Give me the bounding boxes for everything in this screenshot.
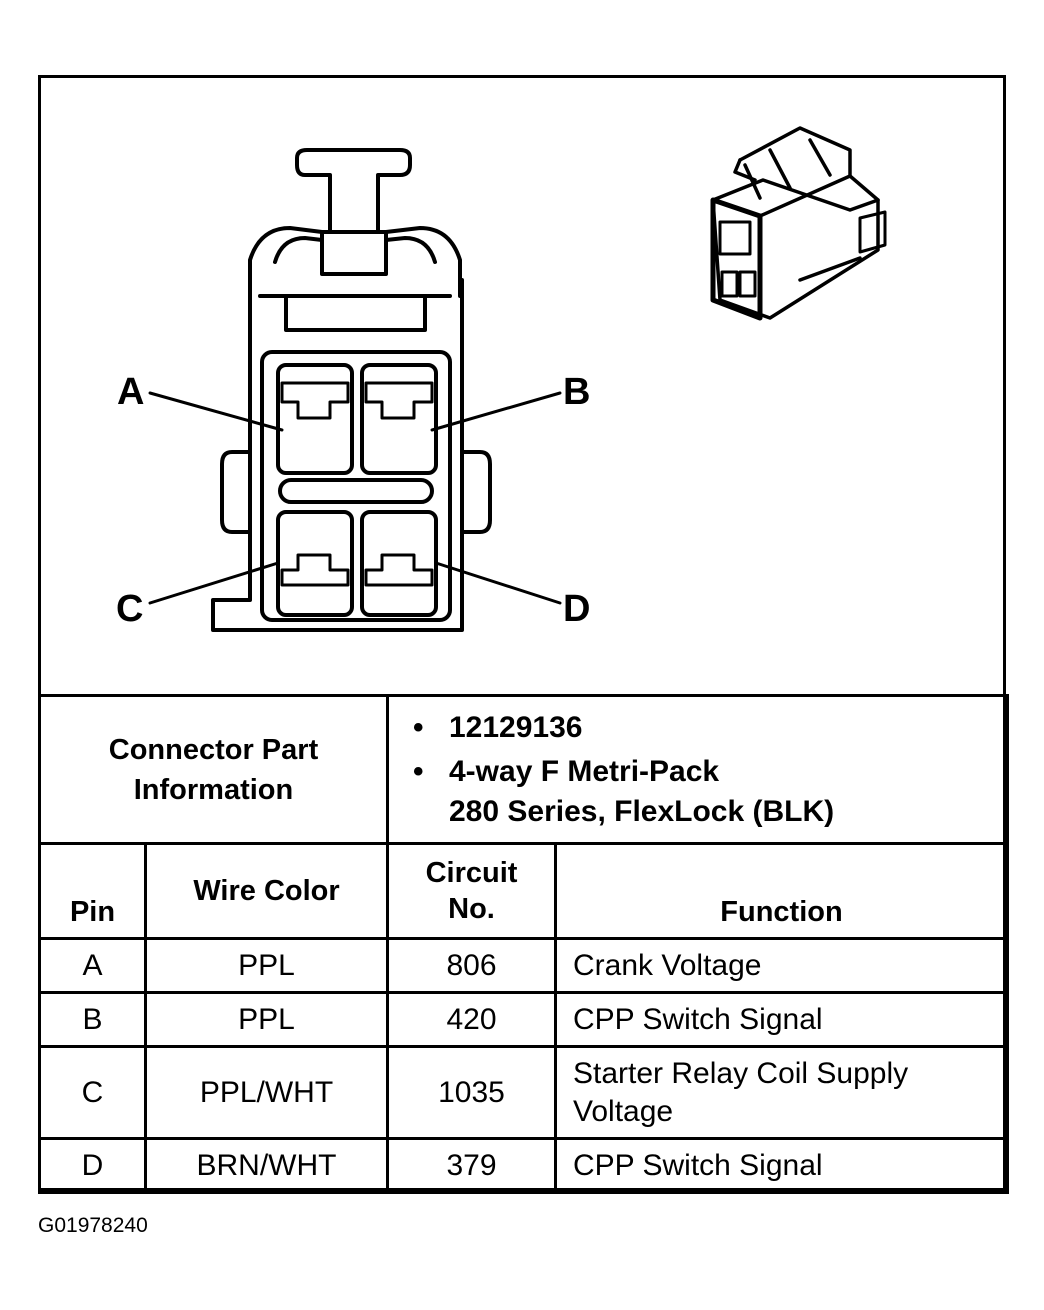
terminal-a <box>280 381 350 420</box>
pin-label-b: B <box>563 371 591 413</box>
terminal-c <box>280 553 350 587</box>
terminal-d <box>364 553 434 587</box>
connector-outer-body <box>211 278 464 632</box>
connector-latch <box>295 148 412 234</box>
table-row: A PPL 806 Crank Voltage <box>38 937 1009 994</box>
part-description: 4-way F Metri-Pack 280 Series, FlexLock … <box>413 752 1006 832</box>
row-a-circuit: 806 <box>386 937 557 994</box>
row-b-function: CPP Switch Signal <box>554 991 1009 1048</box>
pin-label-c: C <box>116 588 144 630</box>
row-c-wire-color: PPL/WHT <box>144 1045 389 1140</box>
part-description-line1: 4-way F Metri-Pack <box>449 754 720 788</box>
row-d-wire-color: BRN/WHT <box>144 1137 389 1194</box>
part-description-line2: 280 Series, FlexLock (BLK) <box>449 794 835 828</box>
row-d-pin: D <box>38 1137 147 1194</box>
connector-shoulder-left <box>248 226 324 298</box>
latch-base <box>320 230 388 276</box>
connector-pinout-table: Connector Part Information 12129136 4-wa… <box>38 694 1009 1194</box>
connector-info-row: Connector Part Information 12129136 4-wa… <box>38 694 1009 845</box>
connector-info-heading: Connector Part Information <box>38 694 389 845</box>
connector-ear-right <box>460 450 492 534</box>
connector-inner-housing <box>260 350 452 622</box>
table-header-row: Pin Wire Color Circuit No. Function <box>38 842 1009 940</box>
connector-shoulder-right <box>384 226 462 298</box>
connector-face-diagram <box>148 126 887 632</box>
row-b-wire-color: PPL <box>144 991 389 1048</box>
connector-isometric-illustration <box>710 126 887 321</box>
header-pin: Pin <box>38 842 147 940</box>
cavity-b <box>360 363 438 475</box>
header-circuit-line2: No. <box>448 893 495 925</box>
header-wire-color: Wire Color <box>144 842 389 940</box>
connector-top-band <box>258 294 452 332</box>
connector-part-details: 12129136 4-way F Metri-Pack 280 Series, … <box>386 694 1009 845</box>
connector-info-heading-text: Connector Part Information <box>108 733 319 806</box>
leader-line-d <box>434 561 562 605</box>
row-b-pin: B <box>38 991 147 1048</box>
row-c-circuit: 1035 <box>386 1045 557 1140</box>
part-number: 12129136 <box>413 708 1006 748</box>
header-circuit: Circuit No. <box>386 842 557 940</box>
row-a-wire-color: PPL <box>144 937 389 994</box>
cavity-c <box>276 510 354 617</box>
row-c-pin: C <box>38 1045 147 1140</box>
table-row: D BRN/WHT 379 CPP Switch Signal <box>38 1137 1009 1194</box>
row-a-function: Crank Voltage <box>554 937 1009 994</box>
table-row: B PPL 420 CPP Switch Signal <box>38 991 1009 1048</box>
figure-id: G01978240 <box>38 1214 148 1237</box>
cavity-d <box>360 510 438 617</box>
connector-ear-left <box>220 450 252 534</box>
cavity-a <box>276 363 354 475</box>
header-circuit-line1: Circuit <box>425 857 518 889</box>
center-divider <box>278 478 434 504</box>
row-d-circuit: 379 <box>386 1137 557 1194</box>
leader-line-c <box>148 561 280 605</box>
row-a-pin: A <box>38 937 147 994</box>
leader-line-b <box>430 391 562 432</box>
row-b-circuit: 420 <box>386 991 557 1048</box>
leader-line-a <box>148 391 284 432</box>
pin-label-a: A <box>117 371 145 413</box>
table-row: C PPL/WHT 1035 Starter Relay Coil Supply… <box>38 1045 1009 1140</box>
header-function: Function <box>554 842 1009 940</box>
pin-label-d: D <box>563 588 591 630</box>
row-c-function: Starter Relay Coil Supply Voltage <box>554 1045 1009 1140</box>
row-d-function: CPP Switch Signal <box>554 1137 1009 1194</box>
terminal-b <box>364 381 434 420</box>
